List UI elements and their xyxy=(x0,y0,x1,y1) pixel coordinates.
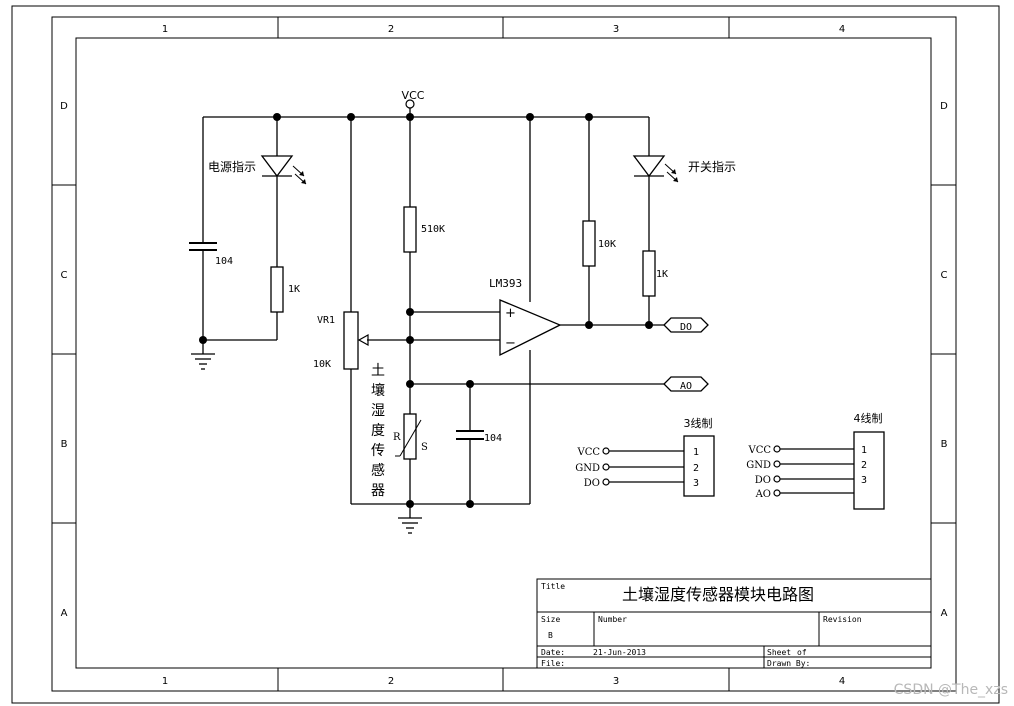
capacitor-c2: 104 xyxy=(456,430,502,444)
title-label: Title xyxy=(541,582,565,591)
sensor-name-char: 湿 xyxy=(371,403,385,419)
vr1-value-label: 10K xyxy=(313,359,331,370)
col-label-bottom: 3 xyxy=(613,676,619,687)
led-power-label: 电源指示 xyxy=(208,159,256,174)
opamp-lm393: LM393 + − xyxy=(489,277,562,357)
opamp-minus-label: − xyxy=(505,336,516,351)
connector3-pin-label: DO xyxy=(584,478,600,489)
opamp-label: LM393 xyxy=(489,277,522,290)
row-label-right: C xyxy=(941,270,948,281)
sensor-name-char: 壤 xyxy=(371,382,385,399)
resistor-10k-pullup: 10K xyxy=(582,220,616,267)
size-label: Size xyxy=(541,615,560,624)
file-label: File: xyxy=(541,659,565,668)
port-do: DO xyxy=(663,317,709,333)
vcc-label: VCC xyxy=(402,89,425,102)
title-block: Title 土壤湿度传感器模块电路图 Size B Number Revisio… xyxy=(536,578,932,669)
connector3-pin-label: VCC xyxy=(576,447,600,458)
port-do-label: DO xyxy=(680,322,692,333)
connector4-pin-label: DO xyxy=(755,475,771,486)
resistor-1k-power: 1K xyxy=(270,266,300,313)
connector4-pin-number: 3 xyxy=(861,475,867,486)
res-value-label: 510K xyxy=(421,224,445,235)
drawing-frame: 1 2 3 4 1 2 3 4 D C B A D C B A xyxy=(11,5,1000,704)
connector4-pin-label: AO xyxy=(755,489,771,500)
resistor-1k-switch: 1K xyxy=(642,250,668,297)
connector4-title: 4线制 xyxy=(854,411,883,425)
res-value-label: 10K xyxy=(598,239,616,250)
connector4-pin-label: GND xyxy=(746,460,771,471)
sheet-of-label: of xyxy=(797,648,807,657)
row-label-left: A xyxy=(61,608,68,619)
drawn-by-label: Drawn By: xyxy=(767,659,810,668)
potentiometer-vr1: VR1 10K xyxy=(313,311,369,370)
col-label-bottom: 2 xyxy=(388,676,394,687)
cap-value-label: 104 xyxy=(484,433,502,444)
opamp-plus-label: + xyxy=(505,306,516,321)
col-label-top: 1 xyxy=(162,24,168,35)
res-value-label: 1K xyxy=(656,269,668,280)
number-label: Number xyxy=(598,615,627,624)
col-label-top: 4 xyxy=(839,24,845,35)
sensor-name-char: 传 xyxy=(371,443,385,459)
sensor-name-char: 土 xyxy=(371,363,385,379)
connector3-pin-number: 2 xyxy=(693,463,699,474)
sheet-label: Sheet xyxy=(767,648,791,657)
row-label-right: B xyxy=(941,439,948,450)
date-value: 21-Jun-2013 xyxy=(593,648,646,657)
col-label-bottom: 1 xyxy=(162,676,168,687)
junction-dots xyxy=(199,113,653,508)
connector-4-wire: 4线制 VCC GND DO AO 1 2 3 xyxy=(746,411,885,510)
led-switch-label: 开关指示 xyxy=(688,159,736,174)
led-switch: 开关指示 xyxy=(632,155,736,183)
col-label-top: 3 xyxy=(613,24,619,35)
cap-value-label: 104 xyxy=(215,256,233,267)
vr1-label: VR1 xyxy=(317,315,335,326)
led-power: 电源指示 xyxy=(208,155,307,185)
sensor-name-char: 度 xyxy=(371,423,385,439)
sensor-r-label: R xyxy=(393,432,401,443)
connector-3-wire: 3线制 VCC GND DO 1 2 3 xyxy=(575,416,715,497)
connector3-pin-number: 1 xyxy=(693,447,699,458)
watermark: CSDN @The_xzs xyxy=(894,682,1008,698)
capacitor-c1: 104 xyxy=(189,242,233,267)
sensor-name-char: 器 xyxy=(371,483,385,499)
port-ao-label: AO xyxy=(680,381,692,392)
revision-label: Revision xyxy=(823,615,862,624)
connector4-pin-number: 1 xyxy=(861,445,867,456)
connector3-pin-label: GND xyxy=(575,463,600,474)
row-label-right: D xyxy=(940,101,948,112)
sensor-name-char: 感 xyxy=(371,462,385,479)
sensor-s-label: S xyxy=(421,442,428,453)
connector4-pin-label: VCC xyxy=(747,445,771,456)
row-label-left: D xyxy=(60,101,68,112)
connector3-pin-number: 3 xyxy=(693,478,699,489)
resistor-510k: 510K xyxy=(403,206,445,253)
col-label-top: 2 xyxy=(388,24,394,35)
drawing-title: 土壤湿度传感器模块电路图 xyxy=(622,585,814,604)
row-label-left: C xyxy=(61,270,68,281)
soil-sensor: R S 土 壤 湿 度 传 感 器 xyxy=(371,363,428,499)
vcc-terminal: VCC xyxy=(402,89,425,109)
connector3-title: 3线制 xyxy=(684,416,713,430)
ground-symbol xyxy=(191,353,215,370)
row-label-right: A xyxy=(941,608,948,619)
port-ao: AO xyxy=(663,376,709,392)
date-label: Date: xyxy=(541,648,565,657)
res-value-label: 1K xyxy=(288,284,300,295)
connector4-pin-number: 2 xyxy=(861,460,867,471)
size-value: B xyxy=(548,631,553,640)
col-label-bottom: 4 xyxy=(839,676,845,687)
row-label-left: B xyxy=(61,439,68,450)
ground-symbol xyxy=(398,517,422,534)
